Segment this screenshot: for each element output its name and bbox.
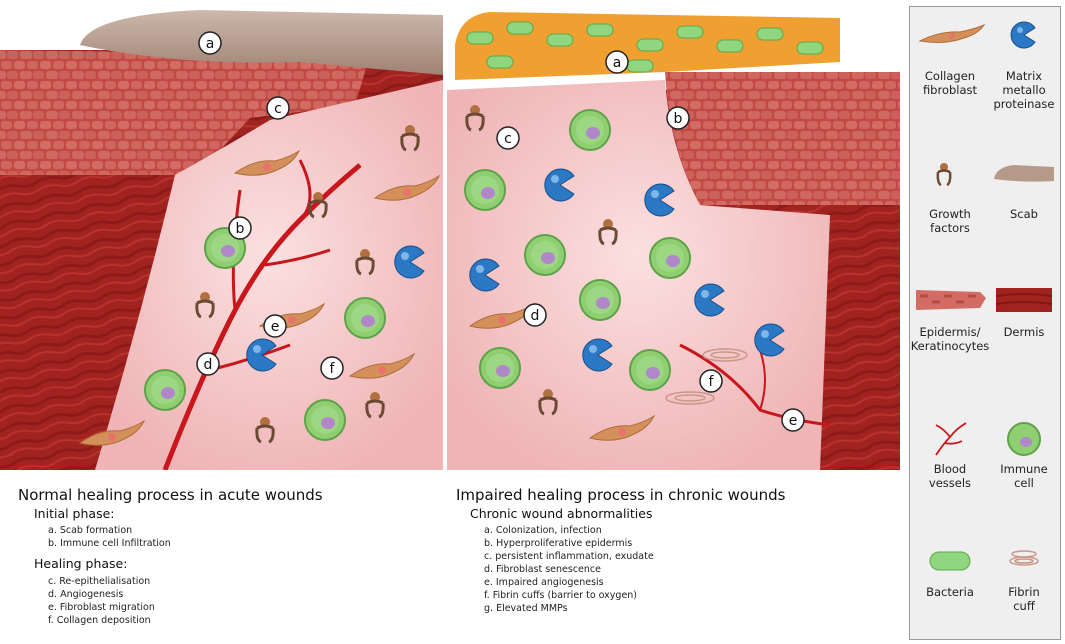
right-abnormality-item: d. Fibroblast senescence — [484, 564, 601, 576]
right-panel-chronic-wound — [447, 12, 900, 470]
right-abnormality-item: a. Colonization, infection — [484, 525, 602, 537]
legend-label-dermis: Dermis — [984, 325, 1064, 339]
left-phase-1-item: a. Scab formation — [48, 525, 132, 537]
left-phase-2-item: f. Collagen deposition — [48, 615, 151, 627]
fibrin-cuff-icon — [1010, 551, 1038, 565]
left-marker-a: a — [199, 32, 221, 54]
svg-text:a: a — [613, 55, 622, 71]
svg-text:c: c — [504, 131, 512, 147]
left-marker-d: d — [197, 353, 219, 375]
bacteria-icon — [930, 552, 970, 570]
right-abnormality-item: b. Hyperproliferative epidermis — [484, 538, 632, 550]
left-phase-1-item: b. Immune cell Infiltration — [48, 538, 171, 550]
right-abnormality-item: e. Impaired angiogenesis — [484, 577, 604, 589]
immune-cell-icon — [1008, 423, 1040, 455]
growth-factor-icon — [938, 163, 950, 185]
svg-text:d: d — [531, 308, 540, 324]
left-marker-b: b — [229, 217, 251, 239]
left-phase-2-item: c. Re-epithelialisation — [48, 576, 150, 588]
left-marker-f: f — [321, 357, 343, 379]
legend-label-mmp: Matrix metallo proteinase — [984, 69, 1064, 111]
epidermis-icon — [916, 290, 986, 310]
right-caption-title: Impaired healing process in chronic woun… — [456, 486, 785, 504]
right-marker-c: c — [497, 127, 519, 149]
legend-label-bacteria: Bacteria — [910, 585, 990, 599]
wound-healing-illustration: a b c d e f a b c d e f — [0, 0, 900, 470]
right-abnormality-item: g. Elevated MMPs — [484, 603, 568, 615]
right-abnormality-item: f. Fibrin cuffs (barrier to oxygen) — [484, 590, 637, 602]
right-marker-a: a — [606, 51, 628, 73]
left-marker-c: c — [267, 97, 289, 119]
svg-text:c: c — [274, 101, 282, 117]
right-caption-subtitle: Chronic wound abnormalities — [470, 506, 652, 521]
svg-text:d: d — [204, 357, 213, 373]
legend-label-fibrin-cuff: Fibrin cuff — [984, 585, 1064, 613]
right-marker-f: f — [700, 370, 722, 392]
dermis-icon — [996, 288, 1052, 312]
left-phase-1-title: Initial phase: — [34, 506, 115, 521]
svg-text:e: e — [789, 413, 798, 429]
right-marker-b: b — [667, 107, 689, 129]
svg-text:b: b — [674, 111, 683, 127]
right-abnormality-item: c. persistent inflammation, exudate — [484, 551, 654, 563]
scab-icon — [994, 165, 1054, 182]
right-marker-d: d — [524, 304, 546, 326]
left-panel-acute-wound — [0, 10, 443, 470]
legend-label-scab: Scab — [984, 207, 1064, 221]
svg-text:b: b — [236, 221, 245, 237]
left-phase-2-item: d. Angiogenesis — [48, 589, 123, 601]
blood-vessel-icon — [936, 423, 966, 455]
left-phase-2-title: Healing phase: — [34, 556, 127, 571]
legend-label-blood-vessel: Blood vessels — [910, 462, 990, 490]
legend-label-fibroblast: Collagen fibroblast — [910, 69, 990, 97]
legend-label-epidermis: Epidermis/ Keratinocytes — [910, 325, 990, 353]
left-phase-2-item: e. Fibroblast migration — [48, 602, 155, 614]
left-marker-e: e — [264, 315, 286, 337]
legend-label-immune-cell: Immune cell — [984, 462, 1064, 490]
svg-text:e: e — [271, 319, 280, 335]
left-caption-title: Normal healing process in acute wounds — [18, 486, 323, 504]
svg-text:a: a — [206, 36, 215, 52]
fibroblast-icon — [920, 25, 984, 42]
legend-label-growth-factor: Growth factors — [910, 207, 990, 235]
mmp-icon — [1011, 22, 1035, 48]
right-marker-e: e — [782, 409, 804, 431]
